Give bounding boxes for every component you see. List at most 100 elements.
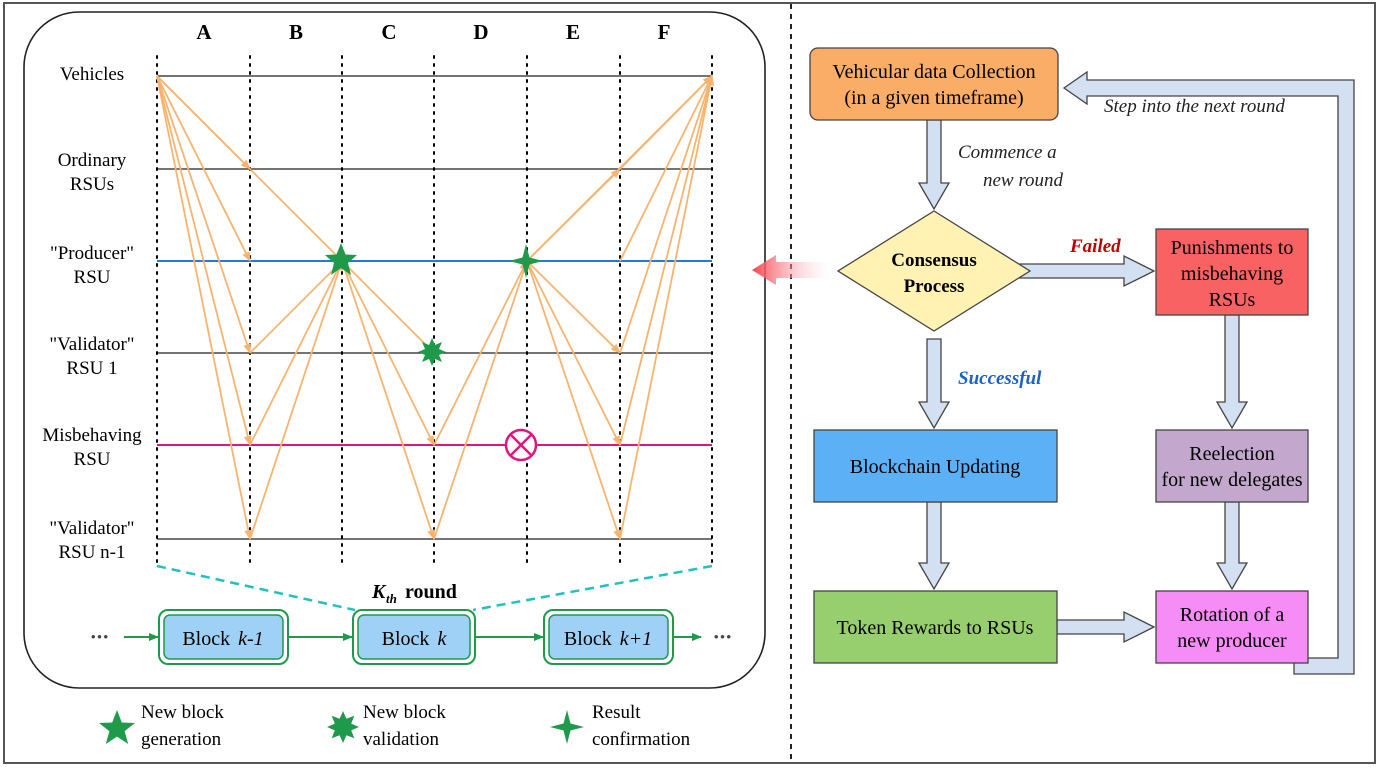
message-arrow-6 [249,260,343,354]
column-E: E [566,20,580,44]
rotation-box [1155,590,1309,664]
arrow-consensus-to-punish [1019,254,1156,288]
row-label-misbehaving-1: Misbehaving [42,425,142,446]
row-label-validatorn-1: "Validator" [49,518,134,539]
message-arrows [156,75,715,540]
message-arrow-5 [156,75,343,262]
block-k-index: k [437,628,447,650]
consensus-line1: Consensus [891,250,977,271]
punishments-line3: RSUs [1209,289,1256,311]
column-D: D [473,20,488,44]
collection-box [809,47,1059,121]
row-label-misbehaving-2: RSU [74,449,111,470]
legend-generation-line1: New block [141,702,224,723]
legend-validation-line2: validation [363,729,439,750]
blockchain-updating-box [813,429,1058,503]
block-k-plus-1-index: k+1 [620,628,652,650]
block-k-minus-1-word: Block [182,628,230,650]
chain-ellipsis-left: ••• [91,630,110,646]
punishments-line1: Punishments to [1171,237,1294,259]
collection-line1: Vehicular data Collection [832,61,1035,83]
arrow-token-to-rotation [1056,610,1156,644]
flow-arrows [917,119,1249,644]
column-C: C [381,20,396,44]
reelection-line2: for new delegates [1161,469,1302,491]
column-B: B [289,20,303,44]
message-arrow-16 [526,260,621,446]
reelection-box [1155,429,1309,503]
block-k-minus-1-index: k-1 [238,628,264,650]
message-arrow-1 [156,75,251,262]
misbehavior-cross-icon [504,428,538,462]
result-confirmation-star-icon [509,244,543,278]
arrow-blockchain-to-token [917,501,951,591]
message-arrow-10 [341,260,435,446]
message-arrow-8 [249,260,343,540]
new-block-validation-star-icon [418,338,446,366]
row-label-producer-1: "Producer" [50,243,134,264]
message-arrow-22 [619,75,715,540]
legend-validation-line1: New block [363,702,446,723]
message-arrow-20 [619,75,713,354]
reelection-line1: Reelection [1189,443,1275,465]
legend-confirmation-line2: confirmation [592,729,691,750]
legend-validation-star-icon [327,711,359,743]
message-arrow-12 [433,260,528,446]
failed-label: Failed [1069,236,1121,257]
consensus-diamond [836,210,1032,332]
row-label-ordinary-1: Ordinary [58,150,127,171]
punishments-line2: misbehaving [1181,263,1283,285]
column-headers: A B C D E F [196,20,670,44]
round-label-sub: th [386,591,397,606]
outer-frame [3,2,1376,764]
legend: New block generation New block validatio… [99,702,691,750]
round-label-k: K [371,581,387,603]
commence-line2: new round [983,170,1064,191]
next-round-label: Step into the next round [1104,96,1285,117]
message-arrow-4 [156,75,253,540]
message-arrow-2 [156,75,251,354]
row-label-validator1-1: "Validator" [49,334,134,355]
arrow-consensus-to-blockchain [917,338,951,430]
consensus-line2: Process [904,276,965,297]
block-k-plus-1-word: Block [564,628,612,650]
message-arrow-17 [526,260,621,540]
arrow-collection-to-consensus [917,119,951,211]
message-arrow-13 [433,260,528,540]
message-arrow-9 [341,260,435,354]
punishments-box [1155,228,1309,316]
arrow-punish-to-reelection [1215,314,1249,430]
token-rewards-label: Token Rewards to RSUs [837,617,1034,639]
commence-line1: Commence a [958,142,1057,163]
message-arrow-19 [619,75,713,262]
zoom-pointer-arrow [752,255,838,285]
round-label-text: round [400,581,457,603]
block-k-minus-1: Block k-1 [158,609,289,665]
collection-line2: (in a given timeframe) [844,87,1023,109]
block-k-plus-1: Block k+1 [543,609,674,665]
next-round-loop-arrow [1062,70,1355,675]
row-label-validatorn-2: RSU n-1 [58,542,125,563]
zoom-line-right [472,564,713,612]
flowchart: Vehicular data Collection (in a given ti… [809,47,1355,675]
legend-confirmation-line1: Result [592,702,641,723]
row-label-producer-2: RSU [74,267,111,288]
legend-confirmation-star-icon [550,710,584,744]
column-A: A [196,20,212,44]
rotation-line2: new producer [1177,630,1287,652]
row-label-vehicles: Vehicles [60,64,124,85]
column-F: F [658,20,671,44]
message-arrow-15 [526,260,621,354]
legend-generation-line2: generation [141,729,222,750]
rotation-line1: Rotation of a [1180,604,1285,626]
block-k-word: Block [382,628,430,650]
row-label-validator1-2: RSU 1 [66,358,117,379]
arrow-reelection-to-rotation [1215,501,1249,591]
chain-ellipsis-right: ••• [714,630,733,646]
